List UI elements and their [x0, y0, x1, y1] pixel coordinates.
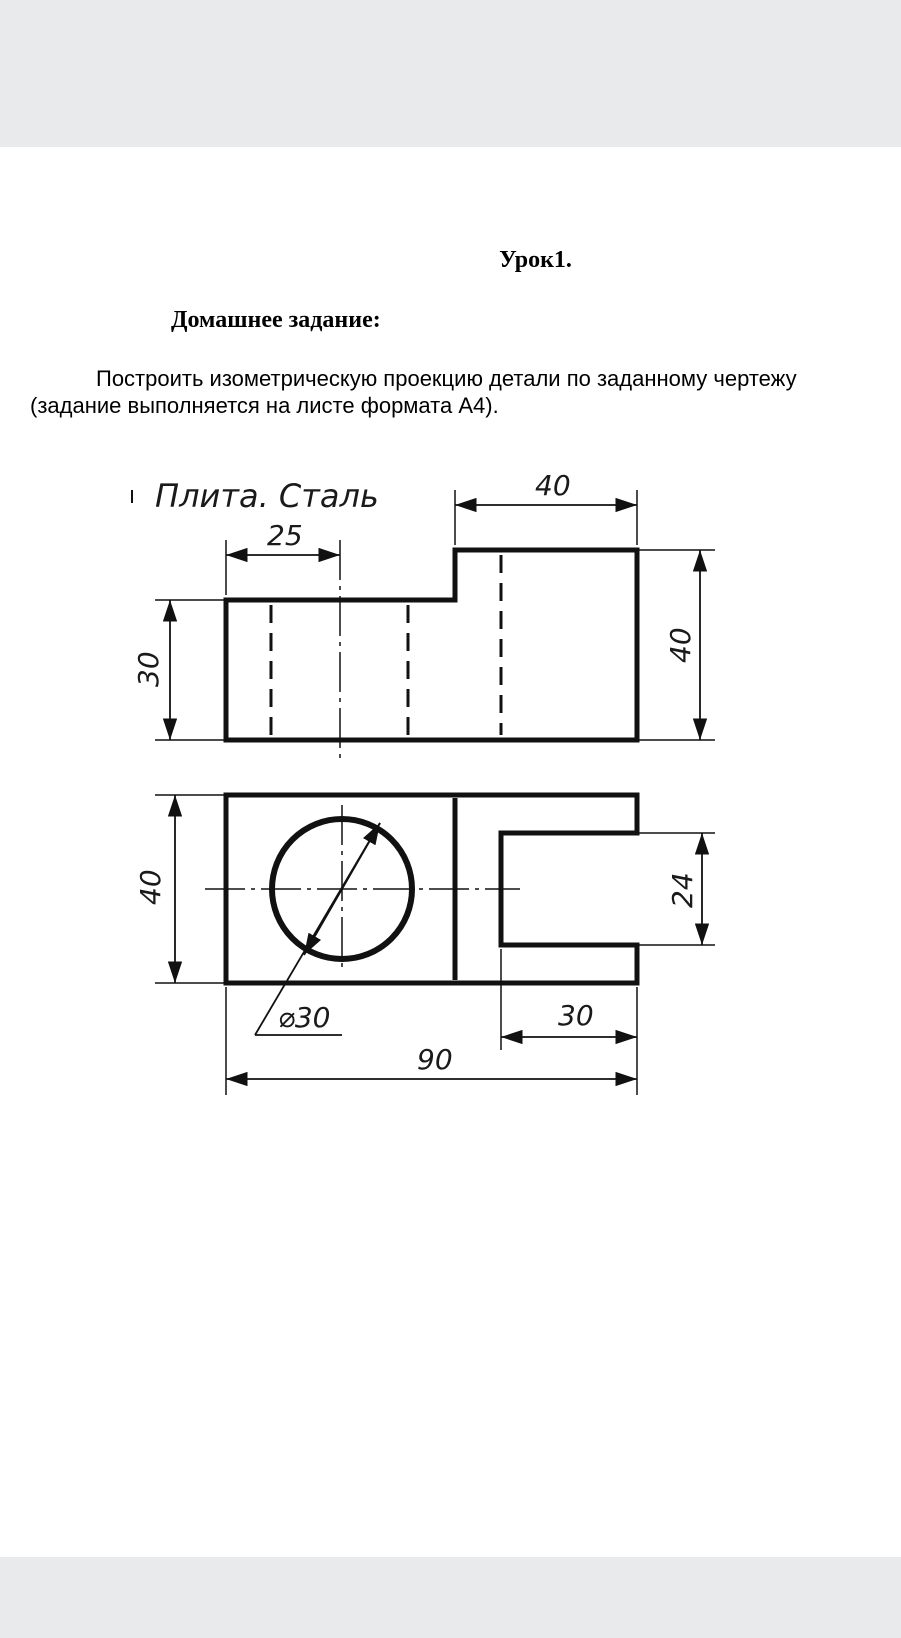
- homework-heading: Домашнее задание:: [171, 307, 381, 333]
- dim-label-90: 90: [417, 1043, 453, 1076]
- front-view: [155, 490, 715, 760]
- plan-view: [155, 792, 715, 1095]
- task-text: Построить изометрическую проекцию детали…: [30, 365, 875, 419]
- dim-label-40-top: 40: [535, 469, 571, 502]
- lesson-title: Урок1.: [499, 247, 572, 273]
- front-view-outline: [223, 547, 640, 743]
- dim-label-diameter: ⌀30: [278, 1001, 331, 1034]
- drawing-svg: Плита. Сталь: [131, 469, 715, 1095]
- dim-label-25: 25: [267, 519, 303, 552]
- drawing-title: Плита. Сталь: [155, 477, 379, 515]
- technical-drawing: Плита. Сталь: [130, 465, 750, 1285]
- viewer-bottom-area: [0, 1557, 901, 1638]
- dim-label-30-left: 30: [132, 651, 165, 687]
- task-line-2: (задание выполняется на листе формата А4…: [30, 393, 499, 418]
- diameter-arrow-2: [303, 888, 343, 956]
- dim-label-24: 24: [666, 872, 699, 908]
- document-page: Урок1. Домашнее задание: Построить изоме…: [0, 147, 901, 1557]
- diameter-arrow-1: [341, 822, 381, 890]
- plan-view-outline: [223, 792, 640, 986]
- task-line-1: Построить изометрическую проекцию детали…: [96, 366, 797, 391]
- dim-label-30-slot: 30: [558, 999, 594, 1032]
- dim-label-40-plan: 40: [134, 869, 167, 905]
- dim-label-40-right: 40: [664, 627, 697, 663]
